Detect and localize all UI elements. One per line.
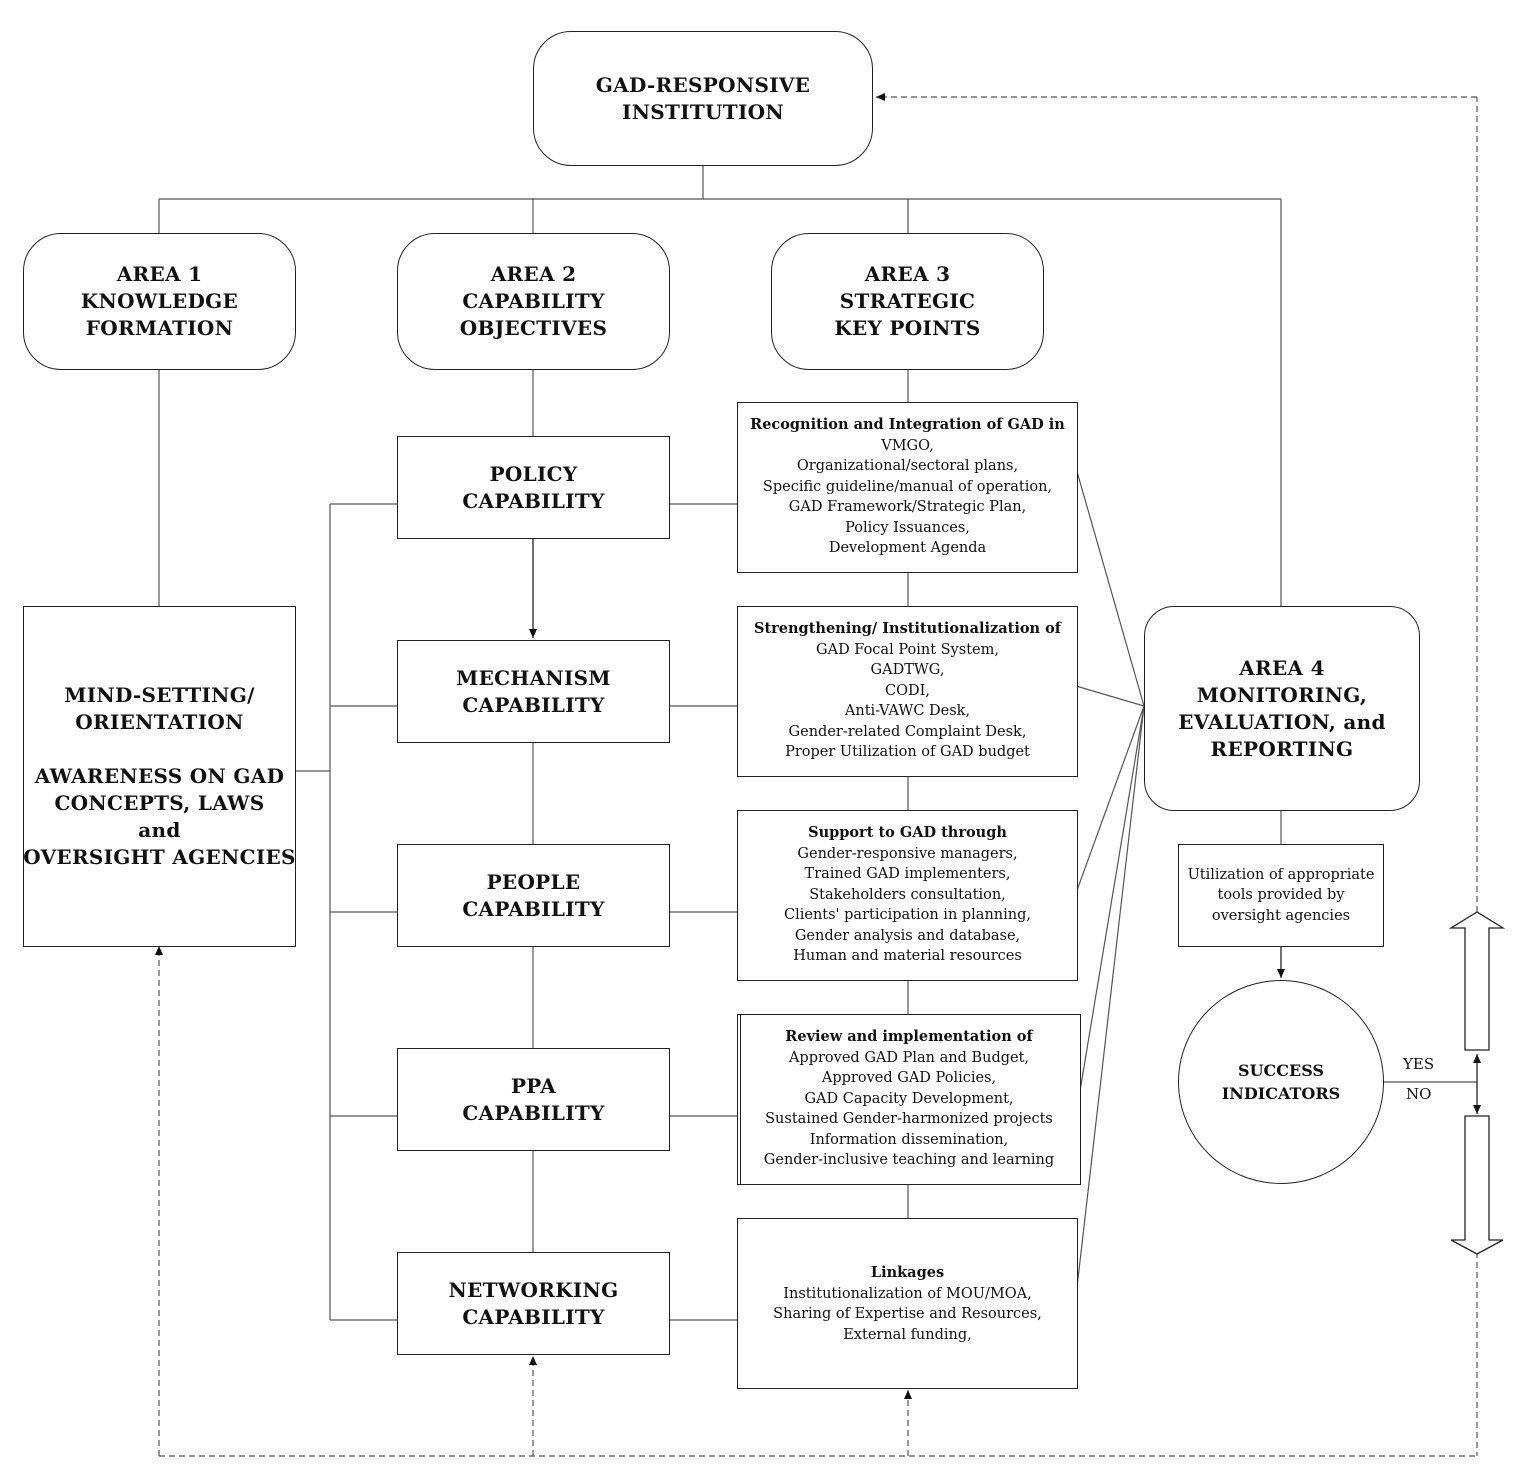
success-line2: INDICATORS: [1221, 1084, 1341, 1103]
area4-box: AREA 4 MONITORING, EVALUATION, and REPOR…: [1144, 606, 1420, 811]
policy-keypoint-item: GAD Framework/Strategic Plan,: [788, 499, 1027, 515]
policy-keypoints-box: Recognition and Integration of GAD in VM…: [737, 402, 1078, 573]
mechanism-keypoint-item: GADTWG,: [870, 662, 945, 678]
people-keypoint-item: Trained GAD implementers,: [804, 866, 1011, 882]
ppa-keypoint-item: Gender-inclusive teaching and learning: [763, 1152, 1055, 1168]
mechanism-keypoint-item: CODI,: [885, 682, 930, 699]
top-title-line1: GAD-RESPONSIVE: [595, 72, 811, 97]
no-block-arrow: [1450, 1115, 1504, 1255]
tools-line1: Utilization of appropriate: [1187, 866, 1375, 883]
area2-line1: AREA 2: [490, 262, 577, 286]
policy-keypoint-item: VMGO,: [881, 437, 934, 454]
area4-line4: REPORTING: [1210, 736, 1354, 761]
mechanism-cap-line2: CAPABILITY: [462, 692, 605, 717]
networking-keypoint-item: Institutionalization of MOU/MOA,: [783, 1285, 1032, 1302]
area1-line3: FORMATION: [85, 316, 234, 340]
area2-box: AREA 2 CAPABILITY OBJECTIVES: [397, 233, 670, 370]
mechanism-keypoints-box: Strengthening/ Institutionalization of G…: [737, 606, 1078, 777]
people-keypoint-item: Gender-responsive managers,: [797, 845, 1018, 862]
mechanism-keypoints-title: Strengthening/ Institutionalization of: [753, 620, 1062, 637]
policy-keypoint-item: Specific guideline/manual of operation,: [762, 478, 1053, 495]
mind-line6: OVERSIGHT AGENCIES: [23, 845, 296, 869]
policy-keypoints-title: Recognition and Integration of GAD in: [750, 416, 1065, 433]
mind-line2: ORIENTATION: [75, 710, 244, 734]
people-keypoints-title: Support to GAD through: [808, 824, 1007, 841]
ppa-keypoints-title: Review and implementation of: [785, 1028, 1033, 1045]
ppa-keypoint-item: Approved GAD Policies,: [821, 1070, 997, 1086]
networking-keypoint-item: Sharing of Expertise and Resources,: [773, 1306, 1042, 1322]
people-keypoints-box: Support to GAD through Gender-responsive…: [737, 810, 1078, 981]
policy-capability-box: POLICY CAPABILITY: [397, 436, 670, 539]
area4-line1: AREA 4: [1239, 655, 1325, 680]
networking-keypoints-title: Linkages: [870, 1264, 945, 1281]
area1-line2: KNOWLEDGE: [80, 289, 239, 313]
area3-box: AREA 3 STRATEGIC KEY POINTS: [771, 233, 1044, 370]
area3-line3: KEY POINTS: [834, 316, 981, 340]
networking-cap-line1: NETWORKING: [448, 1277, 619, 1302]
networking-keypoints-box: Linkages Institutionalization of MOU/MOA…: [737, 1218, 1078, 1389]
networking-capability-box: NETWORKING CAPABILITY: [397, 1252, 670, 1355]
area4-line3: EVALUATION, and: [1178, 709, 1386, 734]
area4-line2: MONITORING,: [1196, 682, 1368, 707]
gad-responsive-institution-box: GAD-RESPONSIVE INSTITUTION: [533, 31, 873, 166]
mind-setting-box: MIND-SETTING/ ORIENTATION AWARENESS ON G…: [23, 606, 296, 947]
ppa-keypoint-item: Information dissemination,: [809, 1131, 1009, 1148]
yes-label: YES: [1403, 1055, 1435, 1073]
ppa-cap-line2: CAPABILITY: [462, 1100, 605, 1125]
success-line1: SUCCESS: [1238, 1061, 1324, 1080]
mechanism-keypoint-item: Anti-VAWC Desk,: [844, 703, 971, 719]
mechanism-keypoint-item: Gender-related Complaint Desk,: [788, 723, 1027, 740]
policy-keypoint-item: Development Agenda: [828, 540, 987, 556]
area2-line2: CAPABILITY: [462, 289, 605, 313]
mind-line1: MIND-SETTING/: [64, 683, 255, 707]
yes-block-arrow: [1448, 911, 1506, 1051]
no-label: NO: [1406, 1085, 1432, 1103]
mechanism-keypoint-item: GAD Focal Point System,: [816, 641, 999, 658]
tools-box: Utilization of appropriate tools provide…: [1178, 844, 1384, 947]
policy-keypoint-item: Organizational/sectoral plans,: [796, 458, 1019, 474]
area1-box: AREA 1 KNOWLEDGE FORMATION: [23, 233, 296, 370]
area2-line3: OBJECTIVES: [459, 316, 608, 340]
tools-line3: oversight agencies: [1211, 907, 1351, 924]
area3-line2: STRATEGIC: [839, 289, 976, 313]
success-indicators-circle: SUCCESS INDICATORS: [1178, 980, 1384, 1184]
ppa-keypoints-box: Review and implementation of Approved GA…: [737, 1014, 1081, 1185]
mind-line5: and: [138, 818, 181, 842]
networking-keypoint-item: External funding,: [843, 1326, 972, 1343]
ppa-keypoint-item: GAD Capacity Development,: [804, 1090, 1014, 1107]
ppa-keypoint-item: Approved GAD Plan and Budget,: [788, 1049, 1030, 1066]
area1-line1: AREA 1: [116, 262, 203, 286]
area3-line1: AREA 3: [864, 262, 951, 286]
mechanism-keypoint-item: Proper Utilization of GAD budget: [785, 744, 1030, 760]
tools-line2: tools provided by: [1217, 887, 1345, 904]
people-keypoint-item: Stakeholders consultation,: [809, 886, 1006, 903]
mechanism-cap-line1: MECHANISM: [456, 665, 611, 690]
ppa-cap-line1: PPA: [510, 1073, 557, 1098]
top-title-line2: INSTITUTION: [622, 99, 784, 124]
policy-keypoint-item: Policy Issuances,: [845, 519, 970, 536]
people-cap-line2: CAPABILITY: [462, 896, 605, 921]
policy-cap-line2: CAPABILITY: [462, 488, 605, 513]
networking-cap-line2: CAPABILITY: [462, 1304, 605, 1329]
mechanism-capability-box: MECHANISM CAPABILITY: [397, 640, 670, 743]
people-cap-line1: PEOPLE: [486, 869, 581, 894]
policy-cap-line1: POLICY: [489, 461, 578, 486]
mind-line3: AWARENESS ON GAD: [34, 764, 285, 788]
ppa-capability-box: PPA CAPABILITY: [397, 1048, 670, 1151]
people-keypoint-item: Clients' participation in planning,: [784, 907, 1031, 923]
mind-line4: CONCEPTS, LAWS: [54, 791, 265, 815]
people-keypoint-item: Gender analysis and database,: [794, 927, 1021, 944]
people-keypoint-item: Human and material resources: [793, 948, 1022, 964]
people-capability-box: PEOPLE CAPABILITY: [397, 844, 670, 947]
ppa-keypoint-item: Sustained Gender-harmonized projects: [765, 1111, 1053, 1127]
